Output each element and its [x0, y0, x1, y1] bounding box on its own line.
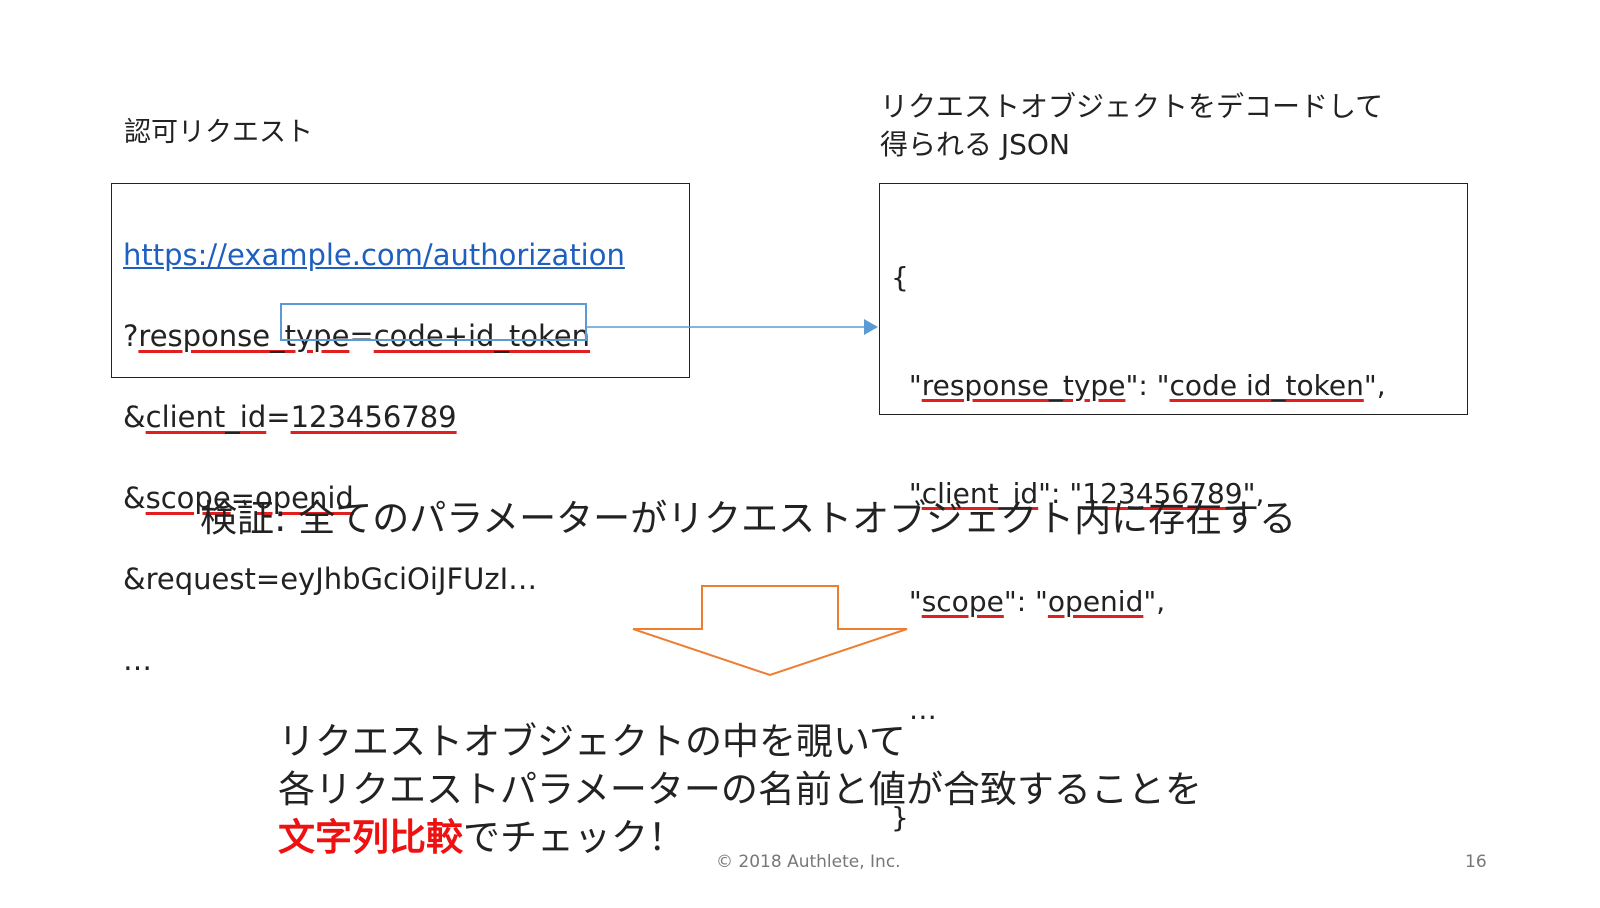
arrowhead-icon [864, 319, 878, 335]
json-value: code id_token [1169, 369, 1364, 402]
json-open-brace: { [891, 261, 909, 294]
json-value: 123456789 [1082, 477, 1243, 510]
request-object-highlight [280, 303, 587, 341]
copyright-footer: © 2018 Authlete, Inc. [716, 852, 901, 872]
json-close-brace: } [891, 801, 909, 834]
param-key: response_type [138, 319, 350, 353]
param-line-response-type: ?response_type=code+id_token [123, 319, 591, 353]
summary-line1: リクエストオブジェクトの中を覗いて [278, 720, 906, 763]
json-row-scope: "scope": "openid", [908, 585, 1166, 618]
string-comparison-emphasis: 文字列比較 [278, 816, 463, 859]
param-key: client_id [145, 400, 267, 434]
summary-line2: 各リクエストパラメーターの名前と値が合致することを [278, 768, 1202, 811]
json-key: client_id [921, 477, 1039, 510]
authorization-request-code: https://example.com/authorization ?respo… [123, 188, 625, 728]
authorization-url-link[interactable]: https://example.com/authorization [123, 238, 625, 272]
summary-text: リクエストオブジェクトの中を覗いて 各リクエストパラメーターの名前と値が合致する… [278, 718, 1202, 862]
decoded-json-heading-line1: リクエストオブジェクトをデコードして [880, 90, 1384, 123]
param-line-request: &request=eyJhbGciOiJFUzI… [123, 562, 538, 596]
decoded-json-heading: リクエストオブジェクトをデコードして 得られる JSON [880, 88, 1383, 164]
json-key: scope [921, 585, 1004, 618]
authorization-request-heading: 認可リクエスト [124, 117, 313, 148]
decoded-json-box: { "response_type": "code id_token", "cli… [879, 183, 1468, 834]
param-value: openid [254, 481, 354, 515]
param-key: request [145, 562, 256, 596]
request-object-value: eyJhbGciOiJFUzI… [280, 562, 538, 596]
param-key: scope [145, 481, 231, 515]
left-ellipsis: … [123, 643, 152, 677]
param-line-scope: &scope=openid [123, 481, 354, 515]
decoded-json-heading-line2: 得られる JSON [880, 128, 1070, 161]
json-value: openid [1047, 585, 1144, 618]
json-row-response-type: "response_type": "code id_token", [908, 369, 1386, 402]
param-value: 123456789 [290, 400, 457, 434]
decoded-json-code: { "response_type": "code id_token", "cli… [891, 188, 1386, 908]
authorization-request-box: https://example.com/authorization ?respo… [111, 183, 690, 675]
down-arrow-icon [632, 585, 908, 677]
json-ellipsis: … [908, 693, 937, 726]
json-row-client-id: "client_id": "123456789", [908, 477, 1265, 510]
param-value: code+id_token [373, 319, 591, 353]
page-number: 16 [1465, 852, 1487, 872]
verification-statement: 検証: 全てのパラメーターがリクエストオブジェクト内に存在する [200, 497, 1297, 540]
json-key: response_type [921, 369, 1126, 402]
summary-line3: 文字列比較でチェック！ [278, 816, 685, 859]
param-line-client-id: &client_id=123456789 [123, 400, 457, 434]
